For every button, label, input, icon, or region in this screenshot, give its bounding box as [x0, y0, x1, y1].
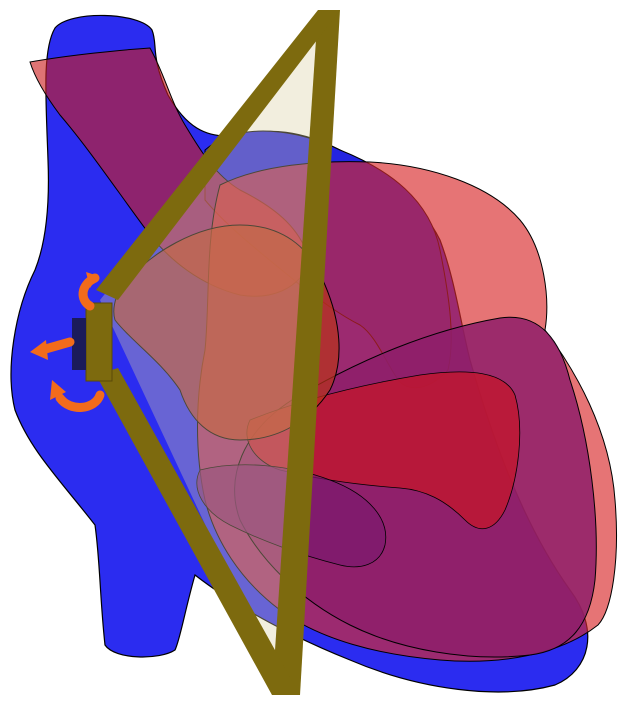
- transducer-block: [86, 303, 112, 381]
- catheter-device: [72, 318, 86, 370]
